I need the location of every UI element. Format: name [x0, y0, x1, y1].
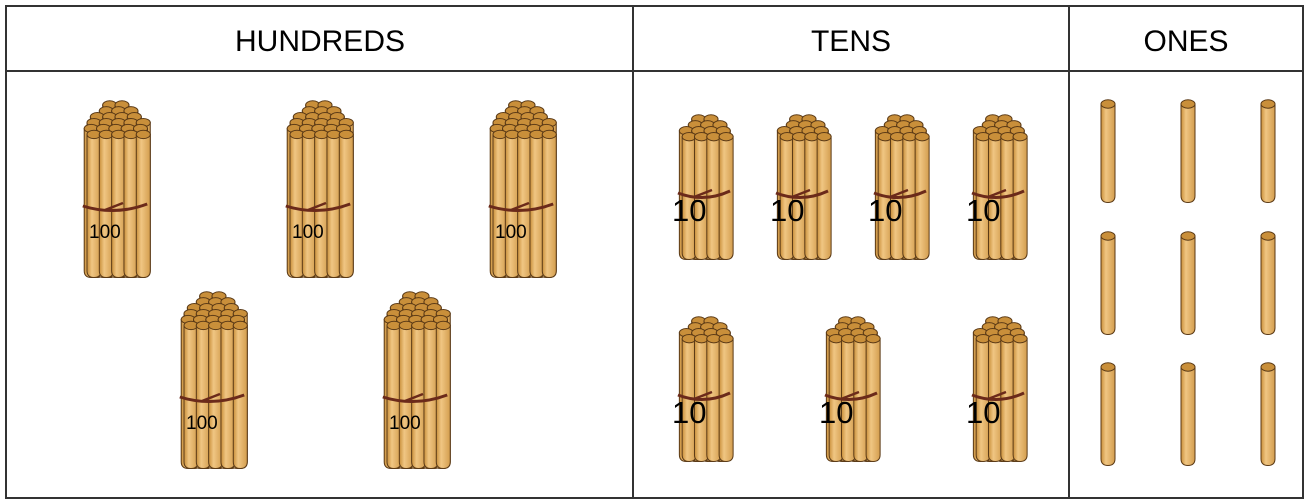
one-stick-8	[1181, 363, 1195, 466]
hundred-bundle-4-label: 100	[186, 413, 218, 434]
hundred-bundle-5-label: 100	[389, 413, 421, 434]
ten-bundle-2: 10	[770, 115, 831, 260]
one-stick-6	[1261, 232, 1275, 335]
ten-bundle-6-label: 10	[819, 395, 853, 430]
hundred-bundle-3: 100	[489, 101, 556, 278]
hundred-bundle-1-label: 100	[89, 222, 121, 243]
ten-bundle-2-label: 10	[770, 193, 804, 228]
hundred-bundle-2: 100	[286, 101, 353, 278]
ten-bundle-5: 10	[672, 317, 733, 462]
hundreds-area: 100 100 100 100 100	[83, 101, 556, 469]
header-ones: ONES	[1143, 25, 1228, 58]
one-stick-1	[1101, 100, 1115, 203]
ten-bundle-1: 10	[672, 115, 733, 260]
hundred-bundle-3-label: 100	[495, 222, 527, 243]
hundred-bundle-5: 100	[383, 292, 450, 469]
ten-bundle-4-label: 10	[966, 193, 1000, 228]
hundred-bundle-1: 100	[83, 101, 150, 278]
ten-bundle-7-label: 10	[966, 395, 1000, 430]
ten-bundle-3: 10	[868, 115, 929, 260]
one-stick-9	[1261, 363, 1275, 466]
ten-bundle-3-label: 10	[868, 193, 902, 228]
hundred-bundle-2-label: 100	[292, 222, 324, 243]
header-hundreds: HUNDREDS	[235, 25, 405, 58]
one-stick-2	[1181, 100, 1195, 203]
ten-bundle-6: 10	[819, 317, 880, 462]
one-stick-3	[1261, 100, 1275, 203]
ten-bundle-4: 10	[966, 115, 1027, 260]
ones-area	[1101, 100, 1275, 466]
one-stick-7	[1101, 363, 1115, 466]
ten-bundle-7: 10	[966, 317, 1027, 462]
ten-bundle-1-label: 10	[672, 193, 706, 228]
header-tens: TENS	[811, 25, 891, 58]
tens-area: 10 10 10 10 10 10 10	[672, 115, 1027, 462]
one-stick-5	[1181, 232, 1195, 335]
ten-bundle-5-label: 10	[672, 395, 706, 430]
hundred-bundle-4: 100	[180, 292, 247, 469]
one-stick-4	[1101, 232, 1115, 335]
